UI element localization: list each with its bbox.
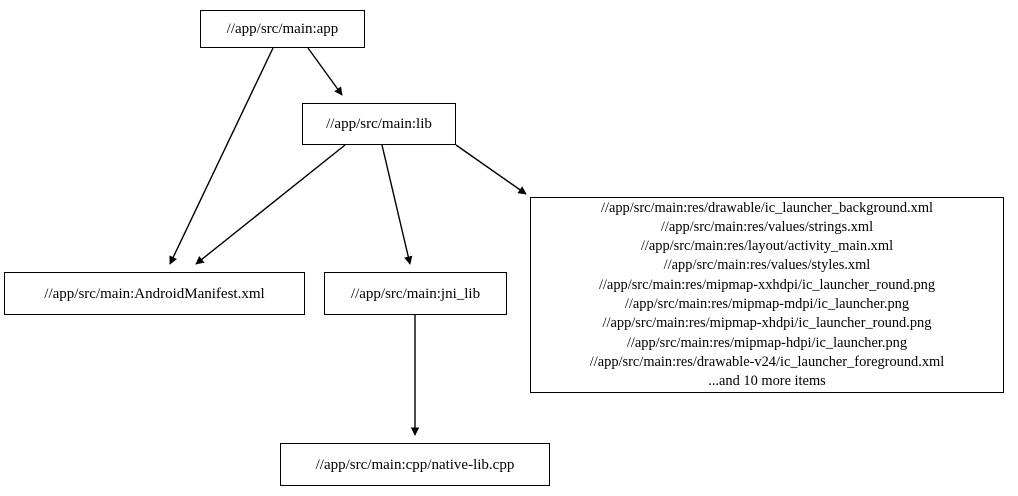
edge-lib-to-manifest	[195, 144, 346, 265]
edge-lib-to-res	[455, 144, 527, 195]
edge-lib-to-jni-lib	[381, 144, 413, 265]
node-android-manifest-label: //app/src/main:AndroidManifest.xml	[44, 285, 265, 302]
node-lib[interactable]: //app/src/main:lib	[302, 103, 456, 145]
node-app-label: //app/src/main:app	[226, 21, 339, 37]
edge-app-to-manifest	[169, 47, 274, 265]
node-native-lib-cpp-label: //app/src/main:cpp/native-lib.cpp	[315, 456, 515, 473]
node-native-lib-cpp[interactable]: //app/src/main:cpp/native-lib.cpp	[280, 443, 550, 486]
node-android-manifest[interactable]: //app/src/main:AndroidManifest.xml	[4, 272, 305, 315]
node-res-files-label: //app/src/main:res/drawable/ic_launcher_…	[589, 199, 945, 390]
node-app[interactable]: //app/src/main:app	[200, 10, 365, 48]
node-res-files[interactable]: //app/src/main:res/drawable/ic_launcher_…	[530, 197, 1004, 393]
node-jni-lib[interactable]: //app/src/main:jni_lib	[324, 272, 507, 315]
node-lib-label: //app/src/main:lib	[326, 116, 432, 132]
edge-app-to-lib	[307, 47, 343, 96]
node-jni-lib-label: //app/src/main:jni_lib	[350, 285, 481, 302]
